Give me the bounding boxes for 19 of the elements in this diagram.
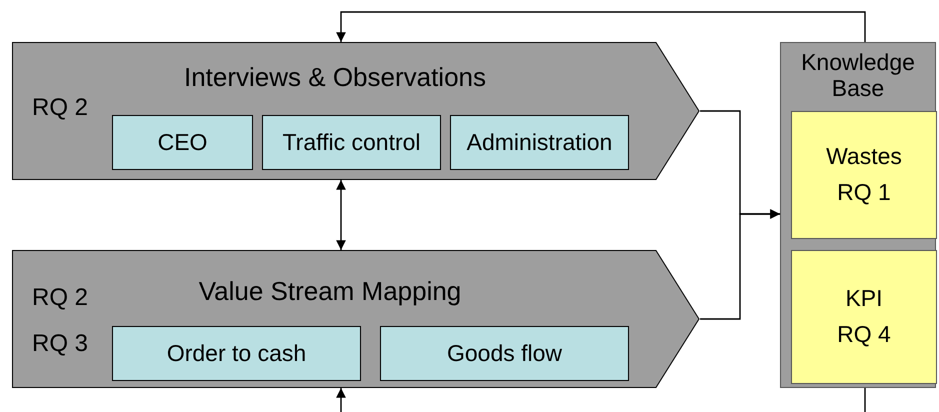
arrow — [336, 388, 346, 412]
arrow — [700, 209, 780, 320]
research-question-label: RQ 2 — [32, 94, 88, 123]
process-box: Order to cash — [112, 326, 361, 381]
research-question-label: RQ 2 — [32, 284, 88, 313]
research-question-label: RQ 3 — [32, 330, 88, 359]
category-box: KPI RQ 4 — [791, 250, 937, 384]
process-box: Administration — [450, 115, 629, 170]
process-box: CEO — [112, 115, 253, 170]
arrow — [336, 11, 866, 42]
process-box: Traffic control — [262, 115, 441, 170]
panel-title: Knowledge Base — [800, 49, 916, 102]
category-box: Wastes RQ 1 — [791, 111, 937, 239]
connector-line — [864, 388, 866, 412]
knowledge-base-panel — [780, 42, 936, 388]
stage-title: Interviews & Observations — [184, 62, 486, 94]
stage-title: Value Stream Mapping — [198, 276, 462, 308]
process-box: Goods flow — [380, 326, 629, 381]
arrow — [336, 180, 346, 250]
